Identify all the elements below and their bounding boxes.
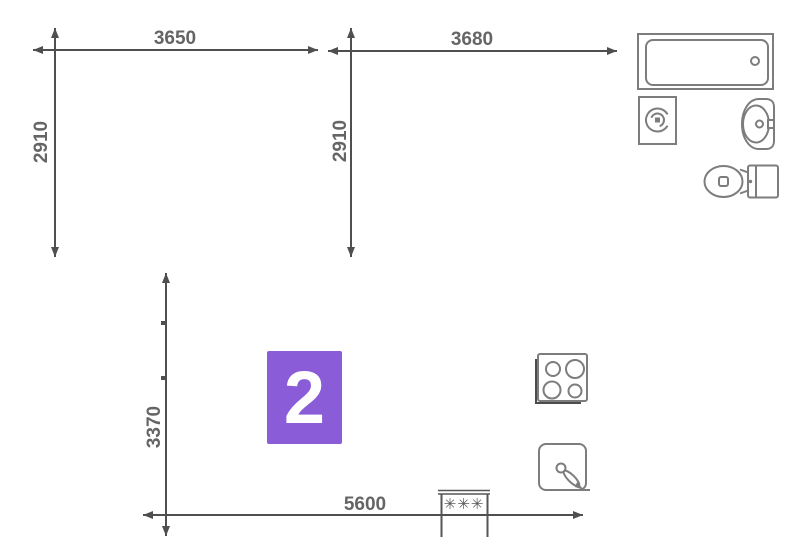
dim-label: 3680	[450, 29, 494, 50]
dim-arrow-down-icon	[347, 247, 355, 257]
dim-line	[165, 273, 167, 536]
dim-label: 5600	[343, 494, 387, 515]
dim-line	[328, 50, 617, 52]
dim-line	[350, 28, 352, 257]
wash-basin-icon	[740, 98, 775, 150]
bathtub-icon	[637, 33, 774, 90]
dim-arrow-left-icon	[328, 47, 338, 55]
dim-arrow-right-icon	[308, 46, 318, 54]
toilet-icon	[703, 164, 779, 199]
dim-arrow-right-icon	[573, 511, 583, 519]
dim-tick	[161, 376, 165, 380]
dim-arrow-down-icon	[51, 247, 59, 257]
dim-label: 2910	[31, 120, 52, 164]
dim-label: 2910	[330, 119, 351, 163]
dim-arrow-up-icon	[51, 28, 59, 38]
dim-arrow-right-icon	[607, 47, 617, 55]
dim-arrow-down-icon	[162, 526, 170, 536]
dim-label: 3370	[144, 405, 165, 449]
cooktop-icon	[535, 353, 588, 404]
kitchen-sink-icon	[538, 443, 590, 491]
dim-arrow-up-icon	[347, 28, 355, 38]
dim-line	[33, 49, 318, 51]
dim-arrow-up-icon	[162, 273, 170, 283]
dim-line	[143, 514, 583, 516]
gas-stove-icon	[438, 489, 490, 537]
dim-arrow-left-icon	[143, 511, 153, 519]
room-number: 2	[283, 355, 326, 439]
dim-arrow-left-icon	[33, 46, 43, 54]
dim-label: 3650	[153, 28, 197, 49]
dim-tick	[161, 321, 165, 325]
dim-line	[54, 28, 56, 257]
gas-stove-burners: ✳✳✳	[443, 495, 485, 513]
room-number-badge[interactable]: 2	[267, 351, 342, 444]
washing-machine-icon	[638, 96, 677, 145]
